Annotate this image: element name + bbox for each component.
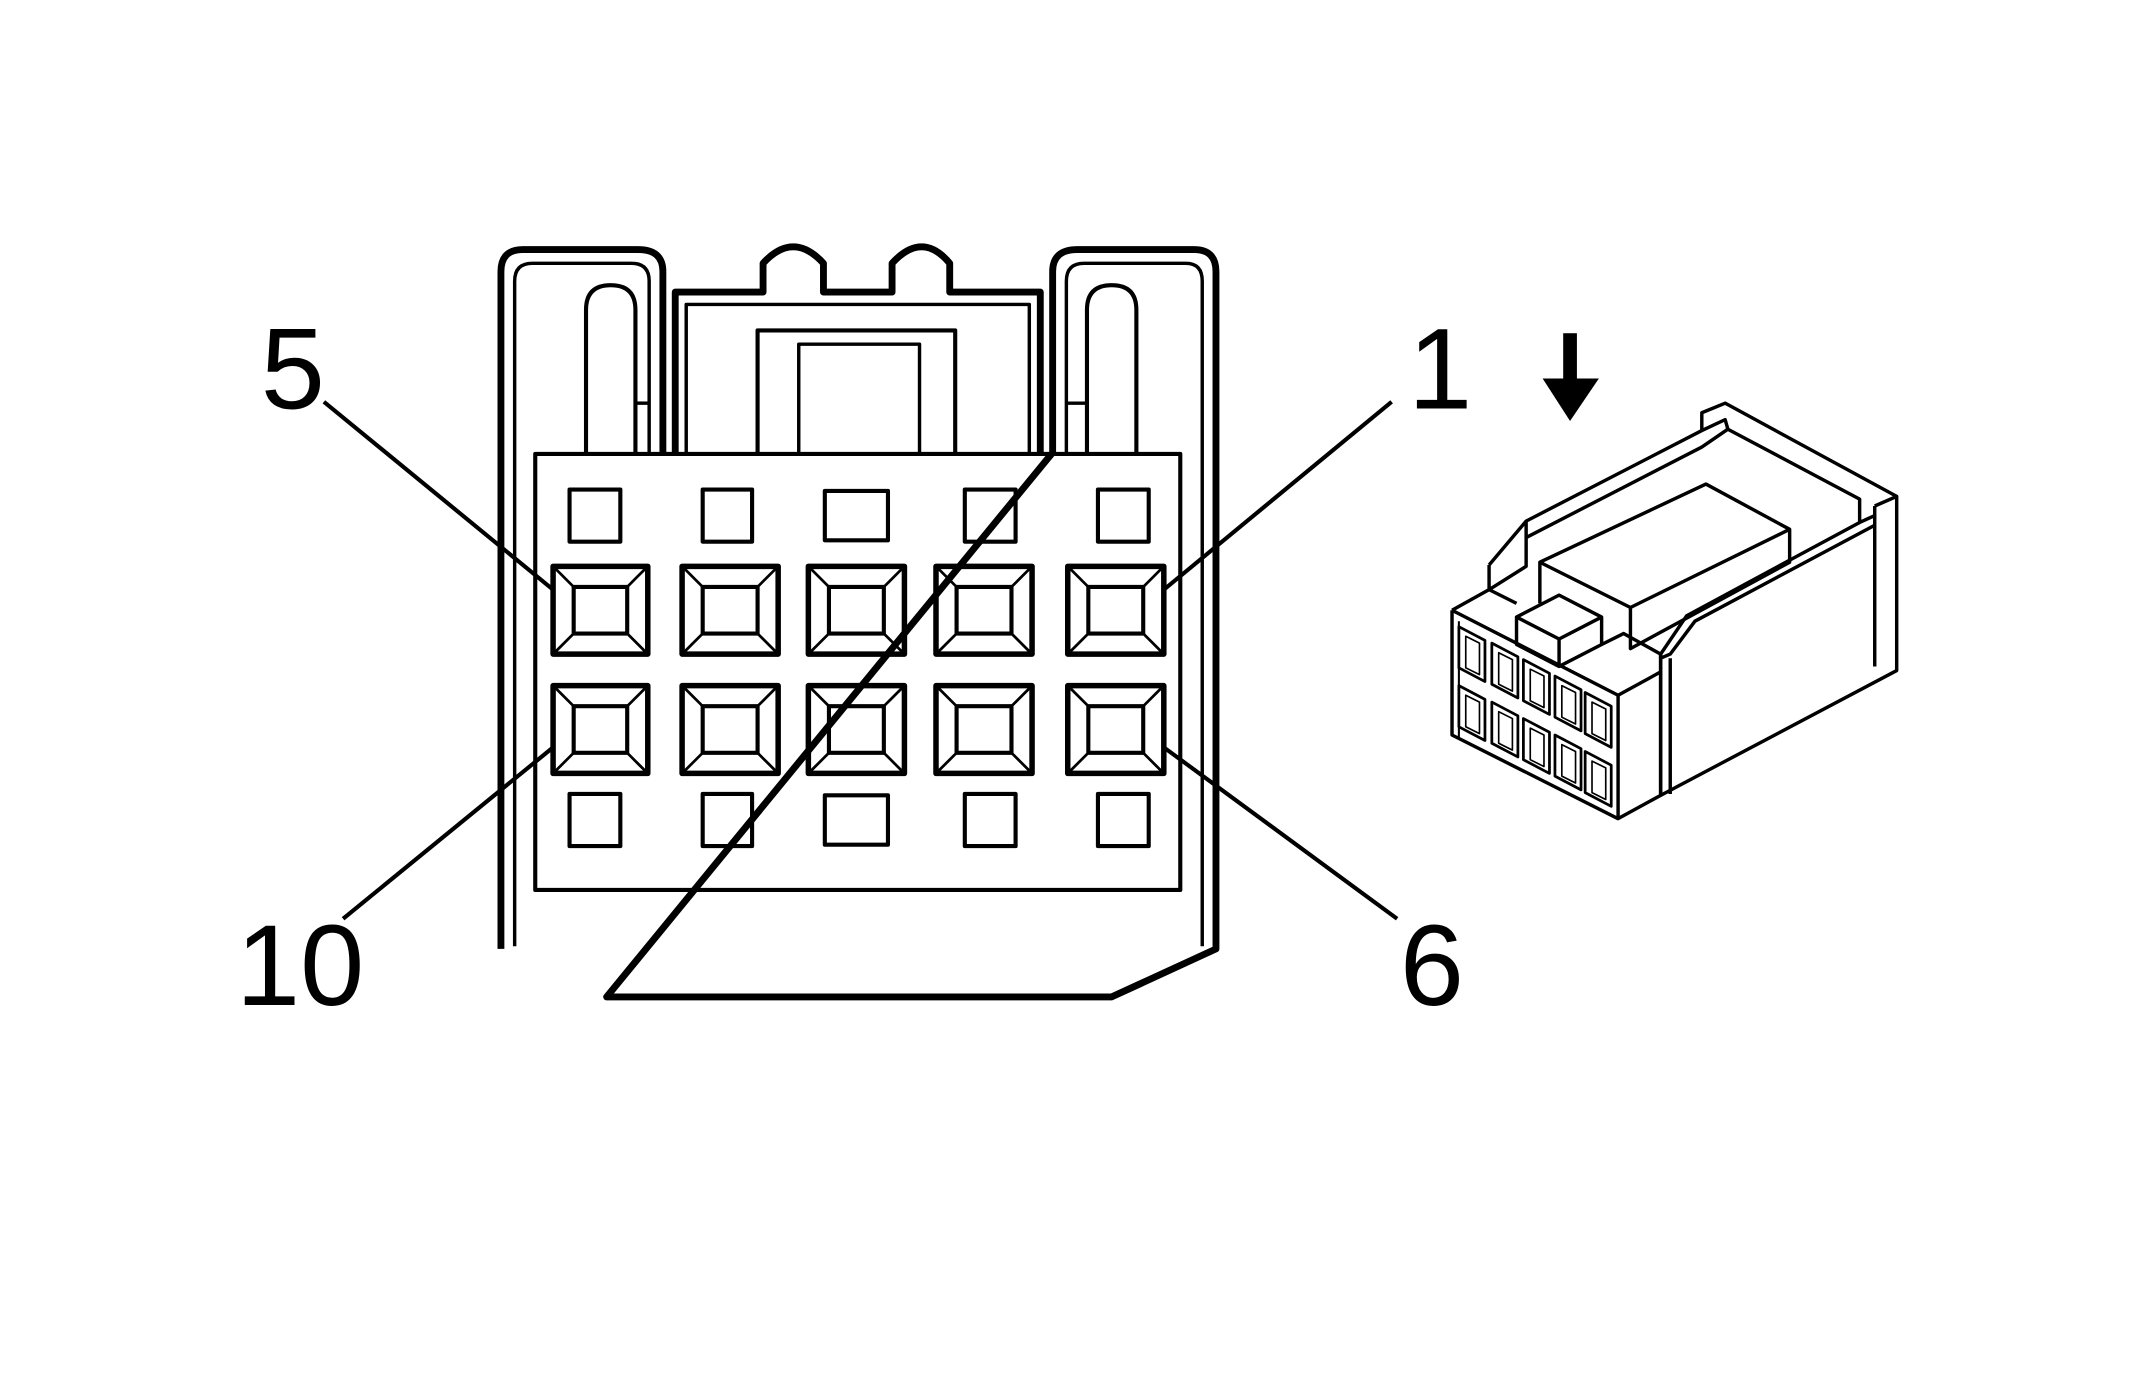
pin-label-5: 5 [261,306,325,434]
leader-line-pin-5 [322,400,555,592]
pin-label-1: 1 [1408,306,1472,434]
lower-key-holes [567,791,1151,849]
cavity-pin-10 [550,682,651,777]
top-lock-tab [671,243,1044,453]
connector-isometric-view [1450,401,1899,821]
upper-key-holes [567,487,1151,544]
cavity-pin-1 [1065,563,1167,657]
iso-body-right-side [1658,494,1899,798]
iso-latch-block [1538,482,1792,651]
lock-tab-window [755,328,958,453]
cavity-pin-3 [805,563,908,657]
connector-housing-outline [497,246,1220,1001]
iso-cavities-row-upper [1457,625,1613,749]
right-latch-finger [1084,283,1139,453]
cavity-pin-5 [550,563,651,657]
leader-line-pin-6 [1162,745,1399,921]
terminal-face-plate [533,451,1183,893]
cavity-pin-4 [679,563,781,657]
cavity-pin-7 [933,682,1035,777]
connector-housing-inner [512,261,1204,947]
pin-label-6: 6 [1400,902,1464,1030]
iso-cavities-row-lower [1457,684,1613,808]
iso-top-rim [1487,401,1898,592]
iso-front-tab [1514,593,1604,669]
cavity-pin-8 [805,682,908,777]
cavity-pin-2 [933,563,1035,657]
cavity-pin-9 [679,682,781,777]
connector-face-view [322,243,1399,1001]
cavity-row-upper [550,563,1167,657]
leader-line-pin-10 [341,745,555,921]
pin-label-10: 10 [236,902,364,1030]
cavity-pin-6 [1065,682,1167,777]
left-latch-finger [583,283,638,453]
leader-line-pin-1 [1162,400,1393,592]
cavity-row-lower [550,682,1167,777]
top-lock-tab-inner [684,302,1032,453]
down-arrow-icon [1542,333,1599,421]
